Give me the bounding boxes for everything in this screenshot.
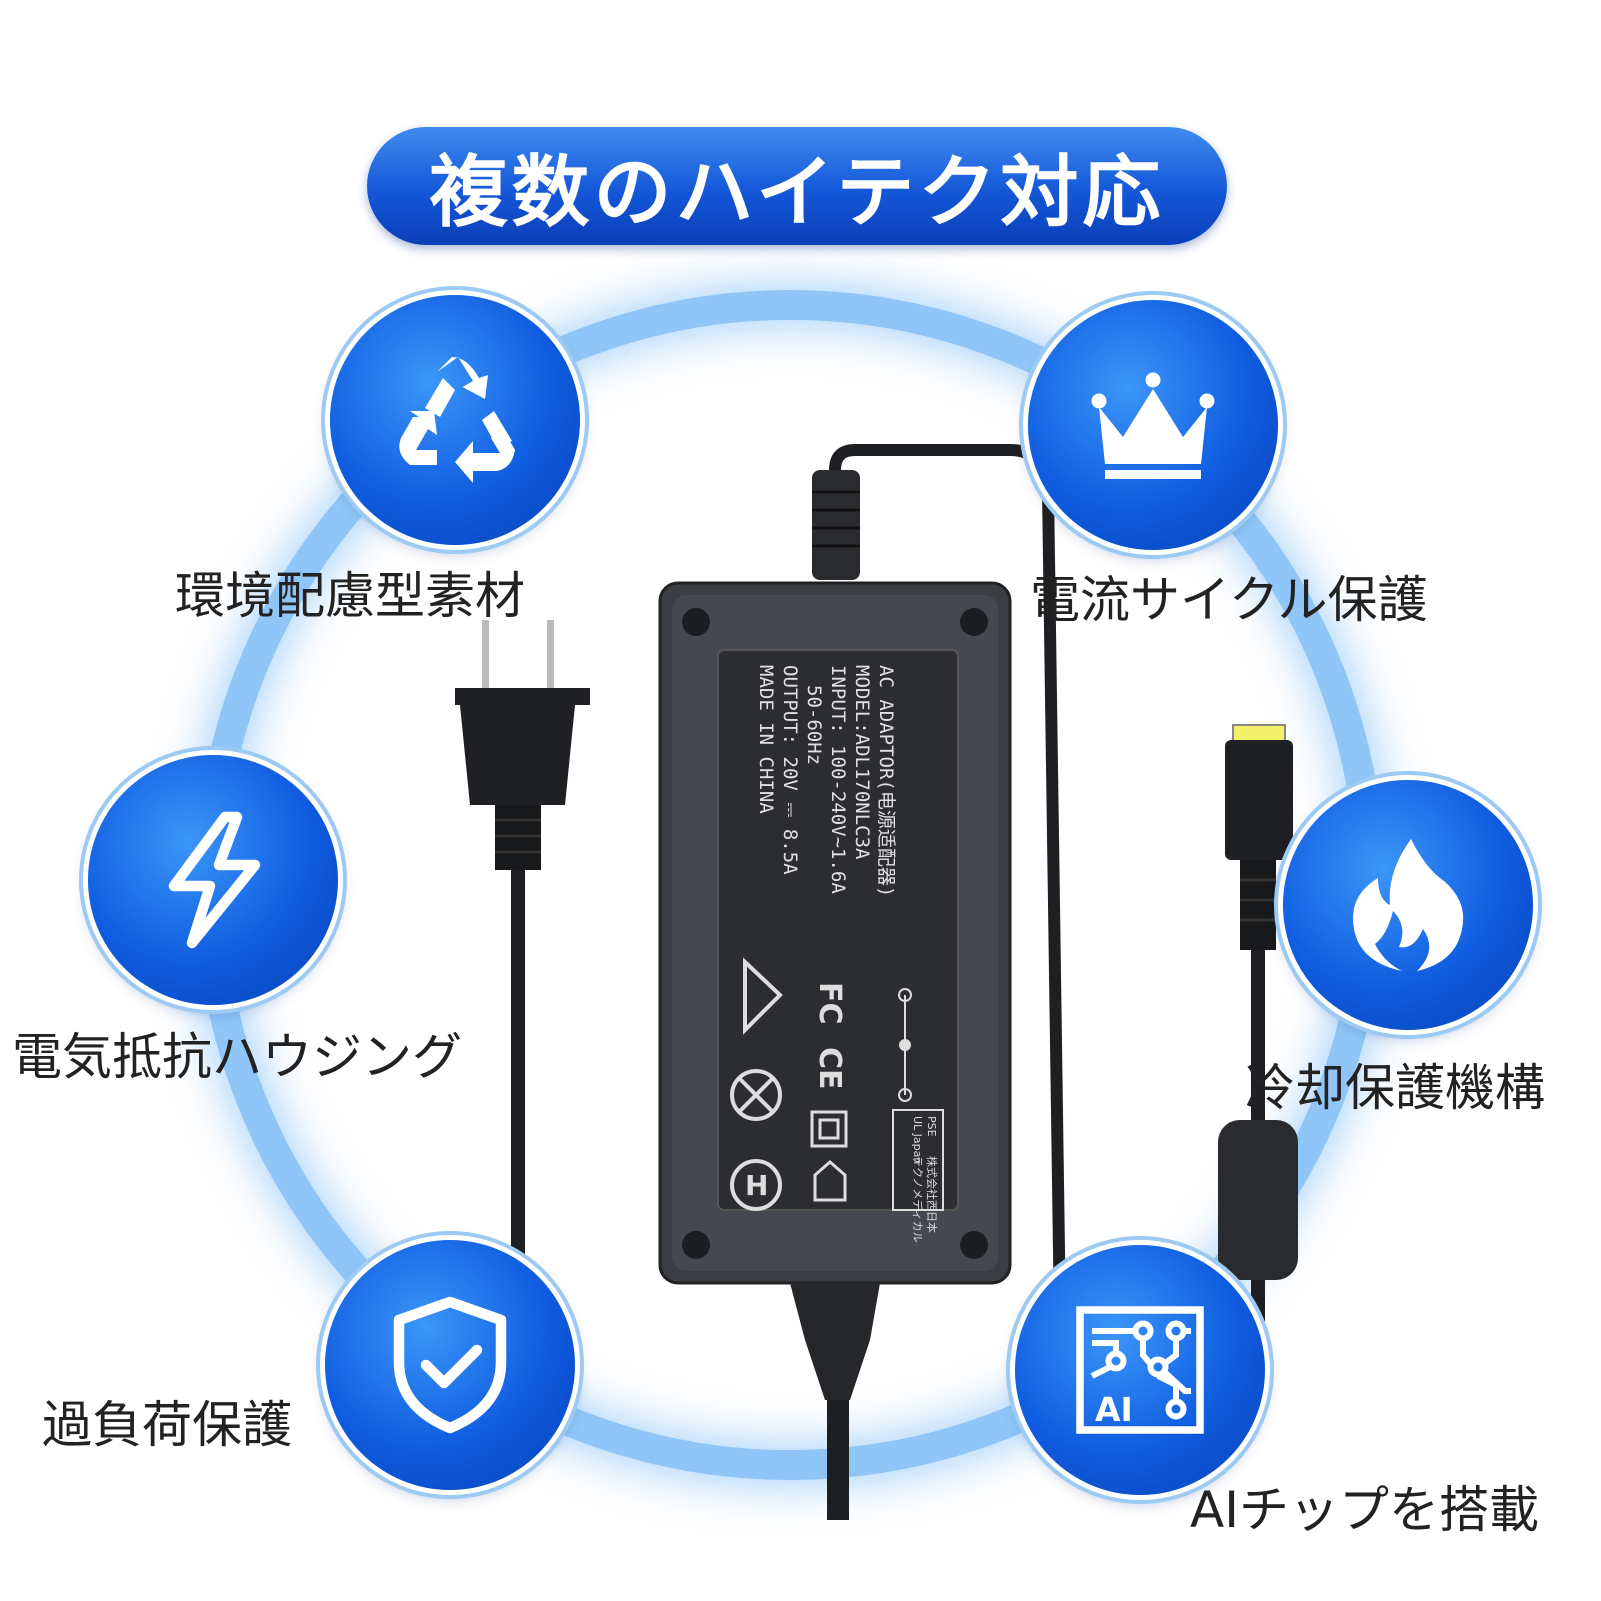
- screw-bottom-right: [960, 1231, 988, 1259]
- pse-ul-text: UL Japan: [911, 1116, 924, 1164]
- dc-plug-head: [1225, 740, 1293, 860]
- ferrite-core: [1218, 1120, 1298, 1280]
- recycle-icon: [399, 357, 515, 483]
- recycle-badge: [330, 295, 580, 545]
- flame-badge: [1283, 780, 1533, 1030]
- label-plate: [717, 649, 959, 1211]
- double-insulation-icon: [810, 1110, 848, 1148]
- screw-bottom-left: [682, 1231, 710, 1259]
- plug-prong-right: [547, 620, 554, 690]
- pse-maker-line-1: 株式会社西日本: [925, 1156, 939, 1233]
- no-disassemble-icon: [730, 1069, 782, 1121]
- feature-label-overload-protection: 過負荷保護: [42, 1396, 292, 1454]
- ai-chip-icon: AI: [1076, 1306, 1204, 1434]
- h-mark-icon: [730, 1159, 782, 1211]
- label-line-2: MODEL:ADL170NLC3A: [851, 665, 873, 860]
- label-line-6: MADE IN CHINA: [755, 665, 777, 814]
- label-line-1: AC ADAPTOR(电源适配器): [875, 665, 897, 897]
- plug-prong-left: [482, 620, 489, 690]
- strain-relief-bottom: [790, 1283, 880, 1400]
- label-line-3: INPUT: 100-240V~1.6A: [827, 665, 849, 894]
- shield-badge: [325, 1240, 575, 1490]
- ac-plug: [455, 688, 590, 805]
- lightning-badge: [88, 755, 338, 1005]
- feature-label-eco-material: 環境配慮型素材: [175, 567, 525, 625]
- screw-top-right: [960, 608, 988, 636]
- ce-mark-icon: CE: [812, 1047, 847, 1090]
- lightning-icon: [168, 811, 261, 949]
- banner-title: 複数のハイテク対応: [429, 148, 1165, 238]
- svg-text:H: H: [745, 1169, 768, 1202]
- feature-label-ai-chip: AIチップを搭載: [1190, 1481, 1539, 1539]
- label-line-4: 50-60Hz: [803, 685, 825, 765]
- feature-label-cooling-protection: 冷却保護機構: [1245, 1059, 1545, 1117]
- feature-label-resistant-housing: 電気抵抗ハウジング: [12, 1028, 462, 1086]
- crown-icon: [1091, 372, 1215, 479]
- label-line-5: OUTPUT: 20V ⎓ 8.5A: [779, 665, 801, 875]
- pse-maker-line-2: テクノメディカル: [911, 1156, 925, 1243]
- feature-label-current-cycle-protection: 電流サイクル保護: [1030, 571, 1428, 629]
- warning-triangle-icon: [743, 957, 783, 1035]
- svg-text:AI: AI: [1095, 1390, 1133, 1429]
- flame-icon: [1353, 839, 1464, 971]
- screw-top-left: [682, 608, 710, 636]
- crown-badge: [1028, 300, 1278, 550]
- ai-chip-badge: AI: [1015, 1245, 1265, 1495]
- pse-mark: PSE: [925, 1116, 938, 1137]
- dc-plug-strain-relief: [1240, 860, 1276, 950]
- title-banner: 複数のハイテク対応: [367, 127, 1227, 245]
- indoor-use-icon: [813, 1160, 847, 1202]
- strain-relief-top: [812, 470, 860, 580]
- shield-check-icon: [393, 1296, 507, 1434]
- fc-mark-icon: FC: [812, 982, 847, 1025]
- pse-box: [892, 1109, 944, 1211]
